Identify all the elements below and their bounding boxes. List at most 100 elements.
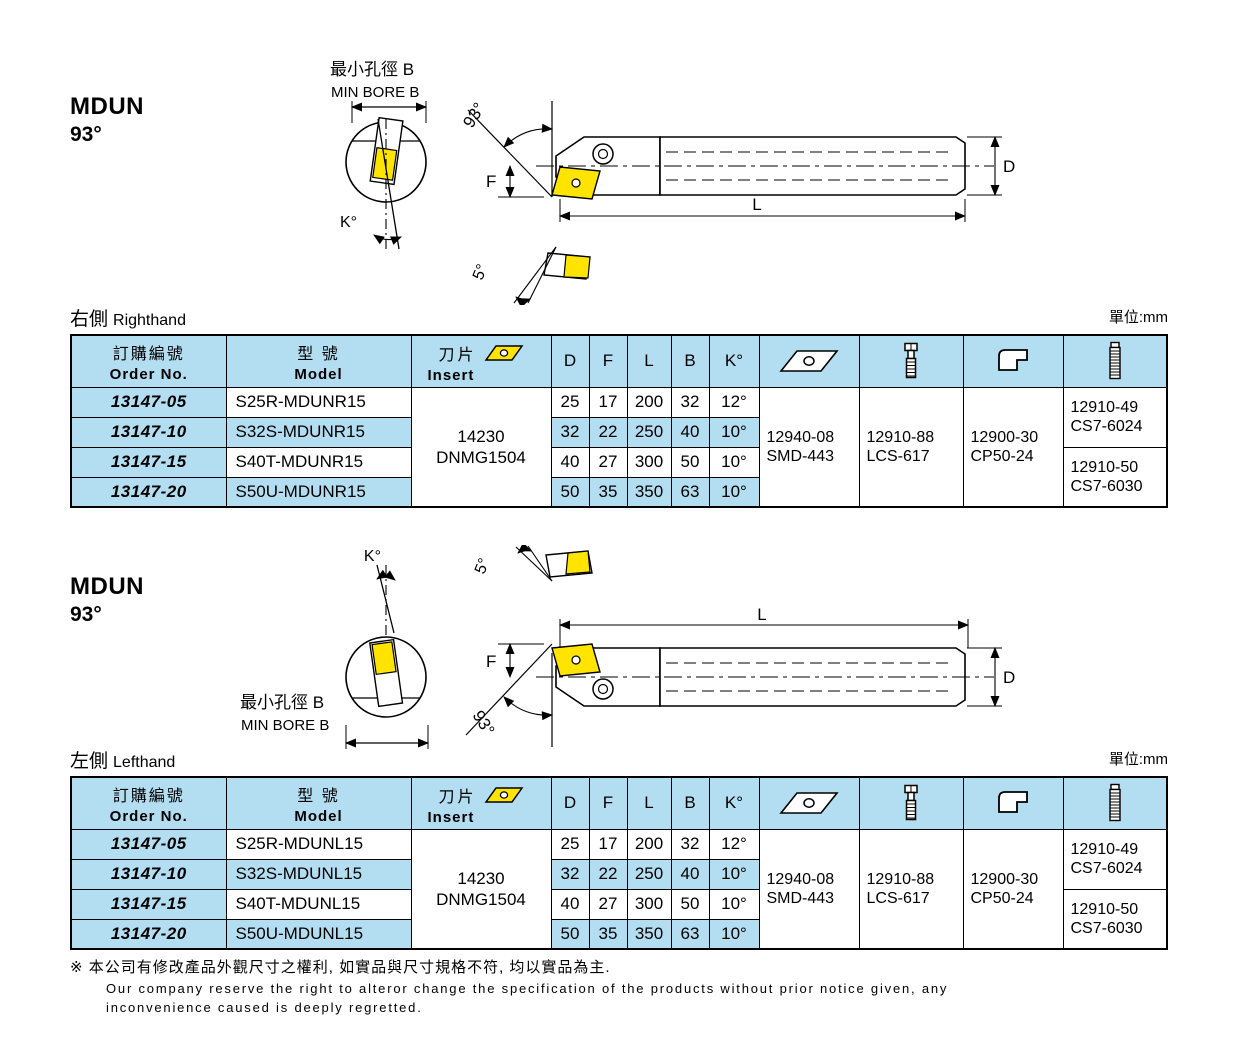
dim-cell: 10° — [708, 918, 760, 950]
order-cell: 13147-15 — [70, 888, 227, 920]
model-cell: S25R-MDUNR15 — [225, 386, 412, 418]
hand-label-zh: 右側 — [70, 309, 109, 330]
dim-cell: 63 — [670, 918, 710, 950]
footnote: ※ 本公司有修改產品外觀尺寸之權利, 如實品與尺寸規格不符, 均以實品為主. O… — [70, 956, 948, 1015]
table-row: 13147-15 S40T-MDUNL15 40 27 300 50 10° 1… — [70, 888, 1168, 950]
col-header-d: D — [550, 334, 590, 388]
dim-cell: 40 — [550, 446, 590, 478]
lead-angle-label: 93° — [469, 707, 499, 739]
model-header-en: Model — [294, 365, 343, 383]
insert-diamond-icon — [484, 787, 523, 803]
col-header-order: 訂購編號 Order No. — [70, 776, 227, 830]
series-name: MDUN — [70, 93, 144, 120]
col-header-f: F — [588, 334, 628, 388]
dim-cell: 10° — [708, 888, 760, 920]
dim-cell: 40 — [670, 416, 710, 448]
col-header-l: L — [626, 776, 672, 830]
order-cell: 13147-05 — [70, 828, 227, 860]
clamp-screw-icon — [904, 785, 918, 821]
dim-cell: 10° — [708, 446, 760, 478]
header-row: 訂購編號 Order No. 型 號 Model 刀片 Insert D F L — [70, 334, 1168, 388]
order-header-zh: 訂購編號 — [112, 787, 185, 805]
dim-cell: 350 — [626, 476, 672, 508]
dim-cell: 17 — [588, 828, 628, 860]
dim-cell: 27 — [588, 446, 628, 478]
table-row: 13147-20 S50U-MDUNL15 50 35 350 63 10° — [70, 918, 1167, 950]
col-header-shim — [758, 334, 860, 388]
col-header-insert: 刀片 Insert — [410, 776, 552, 830]
table-row: 13147-10 S32S-MDUNL15 32 22 250 40 10° — [70, 858, 1167, 890]
order-cell: 13147-15 — [70, 446, 227, 478]
dim-cell: 32 — [670, 828, 710, 860]
dim-cell: 10° — [708, 416, 760, 448]
col-header-d: D — [550, 776, 590, 830]
model-cell: S40T-MDUNR15 — [225, 446, 412, 478]
lefthand-diagram: K° 5° L F D 93° — [240, 545, 1015, 749]
footnote-symbol: ※ — [70, 959, 84, 976]
footnote-zh: ※ 本公司有修改產品外觀尺寸之權利, 如實品與尺寸規格不符, 均以實品為主. — [70, 959, 611, 976]
clamp-lever-icon — [998, 349, 1028, 372]
clearance-angle-label: 5° — [472, 556, 493, 577]
min-bore-label-en: MIN BORE B — [241, 717, 329, 734]
unit-label: 單位:mm — [1108, 309, 1168, 326]
righthand-diagram: 最小孔徑 B MIN BORE B K° 93° F D — [330, 60, 1015, 305]
table-row: 13147-20 S50U-MDUNR15 50 35 350 63 10° — [70, 476, 1167, 508]
l-dim-label: L — [757, 605, 766, 624]
model-cell: S50U-MDUNL15 — [225, 918, 412, 950]
unit-label: 單位:mm — [1108, 751, 1168, 768]
dim-cell: 200 — [626, 386, 672, 418]
col-header-stud — [1062, 776, 1168, 830]
table-row: 13147-15 S40T-MDUNR15 40 27 300 50 10° 1… — [70, 446, 1168, 508]
col-header-f: F — [588, 776, 628, 830]
dim-cell: 32 — [670, 386, 710, 418]
min-bore-label-zh: 最小孔徑 B — [330, 60, 414, 79]
clamp-screw-icon — [904, 343, 918, 379]
thread-stud-icon — [1109, 784, 1121, 822]
insert-diamond-icon — [484, 345, 523, 361]
dim-cell: 40 — [670, 858, 710, 890]
dim-cell: 50 — [550, 918, 590, 950]
order-header-en: Order No. — [109, 365, 188, 383]
thread-stud-icon — [1109, 342, 1121, 380]
dim-cell: 22 — [588, 858, 628, 890]
dim-cell: 300 — [626, 888, 672, 920]
col-header-screw — [858, 334, 964, 388]
col-header-stud — [1062, 334, 1168, 388]
dim-cell: 50 — [670, 446, 710, 478]
model-cell: S50U-MDUNR15 — [225, 476, 412, 508]
series-angle: 93° — [70, 603, 102, 626]
header-row: 訂購編號 Order No. 型 號 Model 刀片 Insert D F L — [70, 776, 1168, 830]
dim-cell: 32 — [550, 858, 590, 890]
model-cell: S32S-MDUNL15 — [225, 858, 412, 890]
model-cell: S40T-MDUNL15 — [225, 888, 412, 920]
dim-cell: 63 — [670, 476, 710, 508]
col-header-k: K° — [708, 776, 760, 830]
table-row: 13147-10 S32S-MDUNR15 32 22 250 40 10° — [70, 416, 1167, 448]
dim-cell: 200 — [626, 828, 672, 860]
dim-cell: 27 — [588, 888, 628, 920]
dim-cell: 25 — [550, 386, 590, 418]
series-title-righthand: MDUN 93° — [70, 92, 144, 148]
order-cell: 13147-20 — [70, 918, 227, 950]
dim-cell: 22 — [588, 416, 628, 448]
dim-cell: 250 — [626, 858, 672, 890]
dim-cell: 350 — [626, 918, 672, 950]
insert-cross-section — [369, 638, 404, 708]
series-angle: 93° — [70, 123, 102, 146]
dim-cell: 250 — [626, 416, 672, 448]
min-bore-label-en: MIN BORE B — [331, 84, 419, 101]
col-header-clamp — [962, 334, 1064, 388]
col-header-l: L — [626, 334, 672, 388]
dim-cell: 50 — [670, 888, 710, 920]
model-cell: S32S-MDUNR15 — [225, 416, 412, 448]
dim-cell: 12° — [708, 386, 760, 418]
footnote-en-line2: inconvenience caused is deeply regretted… — [106, 1000, 423, 1015]
